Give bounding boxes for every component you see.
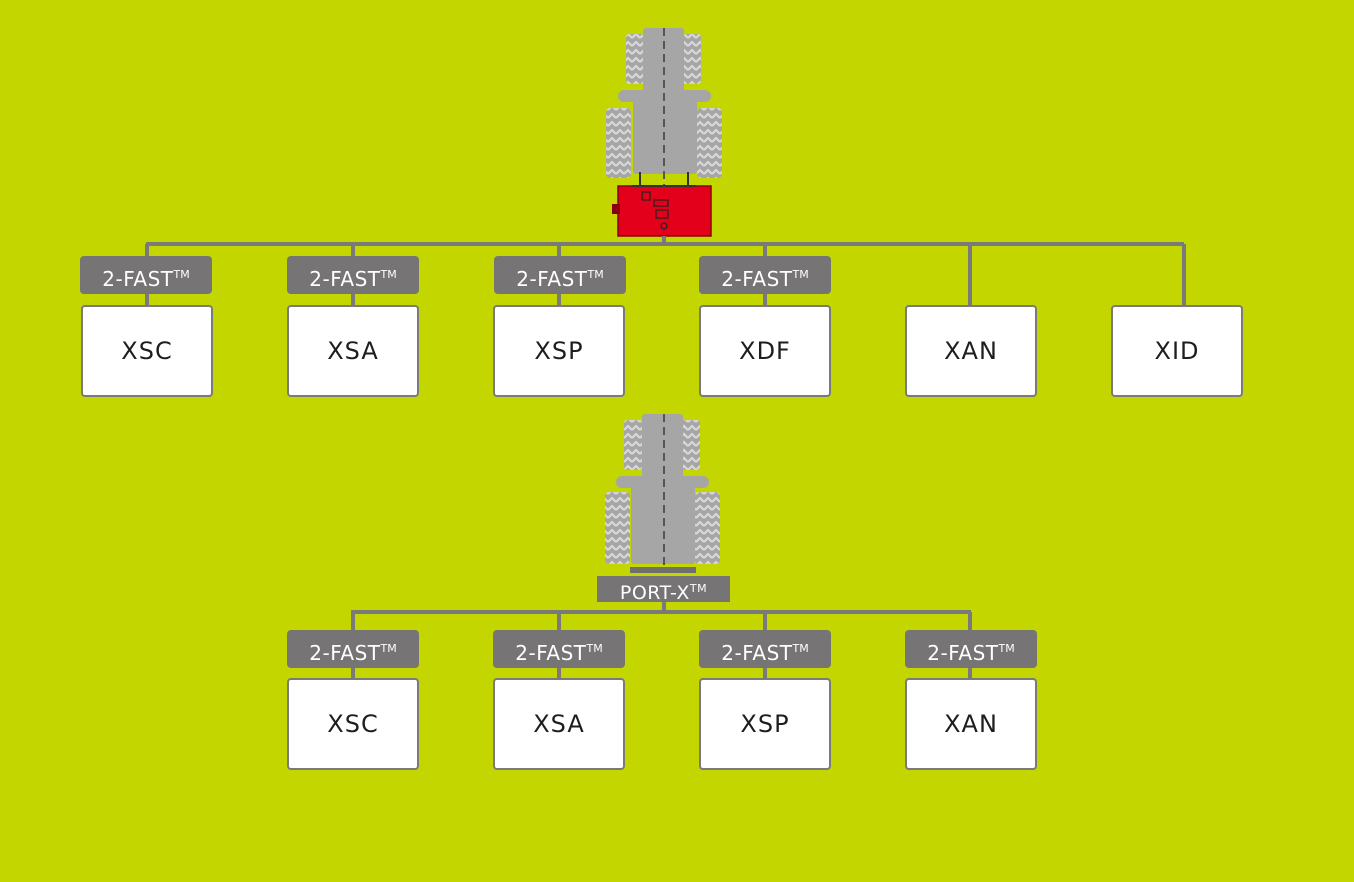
tractor-top-icon [606, 28, 722, 232]
bottom-adapter-tag-xan: 2-FASTTM [905, 630, 1037, 668]
tractor-bottom-icon [605, 414, 720, 573]
module-box-xdf: XDF [699, 305, 831, 397]
module-box-xan: XAN [905, 305, 1037, 397]
module-box-xsc: XSC [81, 305, 213, 397]
adapter-tag-xdf: 2-FASTTM [699, 256, 831, 294]
module-box-xid: XID [1111, 305, 1243, 397]
bottom-module-box-xsp: XSP [699, 678, 831, 770]
bottom-adapter-tag-xsc: 2-FASTTM [287, 630, 419, 668]
bottom-module-box-xsc: XSC [287, 678, 419, 770]
bottom-adapter-tag-xsp: 2-FASTTM [699, 630, 831, 668]
bottom-connector-lines [351, 602, 972, 680]
bottom-module-box-xan: XAN [905, 678, 1037, 770]
bottom-module-box-xsa: XSA [493, 678, 625, 770]
module-box-xsa: XSA [287, 305, 419, 397]
module-box-xsp: XSP [493, 305, 625, 397]
bottom-adapter-tag-xsa: 2-FASTTM [493, 630, 625, 668]
adapter-tag-xsc: 2-FASTTM [80, 256, 212, 294]
adapter-tag-xsa: 2-FASTTM [287, 256, 419, 294]
red-implement-icon [612, 172, 712, 237]
port-x-hub-tag: PORT-XTM [597, 576, 730, 604]
adapter-tag-xsp: 2-FASTTM [494, 256, 626, 294]
